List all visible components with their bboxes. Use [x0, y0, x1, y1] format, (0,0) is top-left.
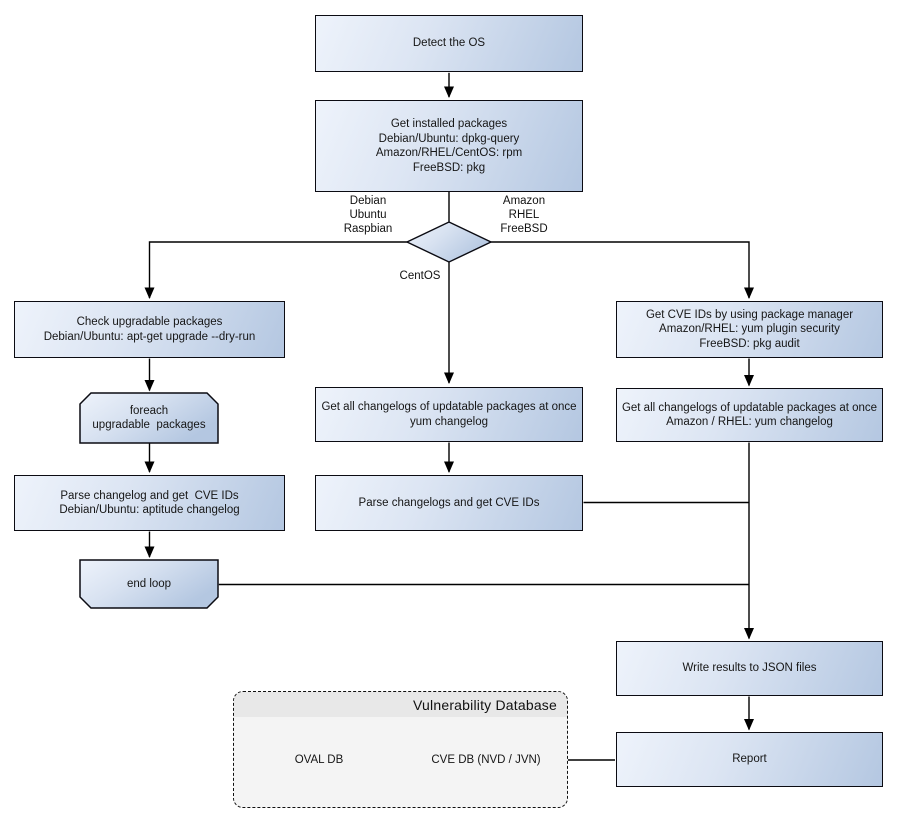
end-loop-shape: [79, 559, 219, 609]
edge-decision-to-get-cve-ids: [490, 241, 754, 299]
vulnerability-database-header: Vulnerability Database: [234, 692, 567, 717]
node-report: Report: [616, 732, 883, 787]
node-parse-changelog-debian-label: Parse changelog and get CVE IDs Debian/U…: [59, 489, 240, 517]
node-get-cve-ids-package-manager-label: Get CVE IDs by using package manager Ama…: [645, 308, 854, 350]
edge-decision-to-check-upgradable: [144, 241, 408, 299]
node-parse-changelogs: Parse changelogs and get CVE IDs: [315, 475, 583, 531]
node-check-upgradable-packages: Check upgradable packages Debian/Ubuntu:…: [14, 301, 285, 358]
os-decision-diamond: [405, 221, 493, 263]
branch-label-debian: Debian Ubuntu Raspbian: [343, 195, 393, 235]
node-parse-changelog-debian: Parse changelog and get CVE IDs Debian/U…: [14, 475, 285, 531]
node-write-results-json-label: Write results to JSON files: [682, 662, 817, 675]
node-get-installed-packages-label: Get installed packages Debian/Ubuntu: dp…: [375, 118, 523, 174]
node-get-changelogs-amazon: Get all changelogs of updatable packages…: [616, 388, 883, 442]
node-check-upgradable-packages-label: Check upgradable packages Debian/Ubuntu:…: [43, 316, 256, 343]
foreach-loop-shape: [79, 392, 219, 444]
branch-label-amazon: Amazon RHEL FreeBSD: [500, 195, 548, 235]
node-get-installed-packages: Get installed packages Debian/Ubuntu: dp…: [315, 100, 583, 192]
node-get-changelogs-amazon-label: Get all changelogs of updatable packages…: [621, 401, 878, 429]
node-report-label: Report: [732, 753, 767, 766]
vulnerability-database-title: Vulnerability Database: [413, 696, 557, 713]
node-get-cve-ids-package-manager: Get CVE IDs by using package manager Ama…: [616, 301, 883, 358]
node-detect-os-label: Detect the OS: [412, 37, 486, 50]
node-parse-changelogs-label: Parse changelogs and get CVE IDs: [358, 496, 540, 509]
node-get-changelogs-centos-label: Get all changelogs of updatable packages…: [321, 401, 577, 428]
branch-label-centos: CentOS: [399, 270, 441, 282]
node-get-changelogs-centos: Get all changelogs of updatable packages…: [315, 387, 583, 442]
vulnerability-database-container: Vulnerability Database: [233, 691, 568, 808]
node-write-results-json: Write results to JSON files: [616, 641, 883, 696]
node-detect-os: Detect the OS: [315, 15, 583, 72]
